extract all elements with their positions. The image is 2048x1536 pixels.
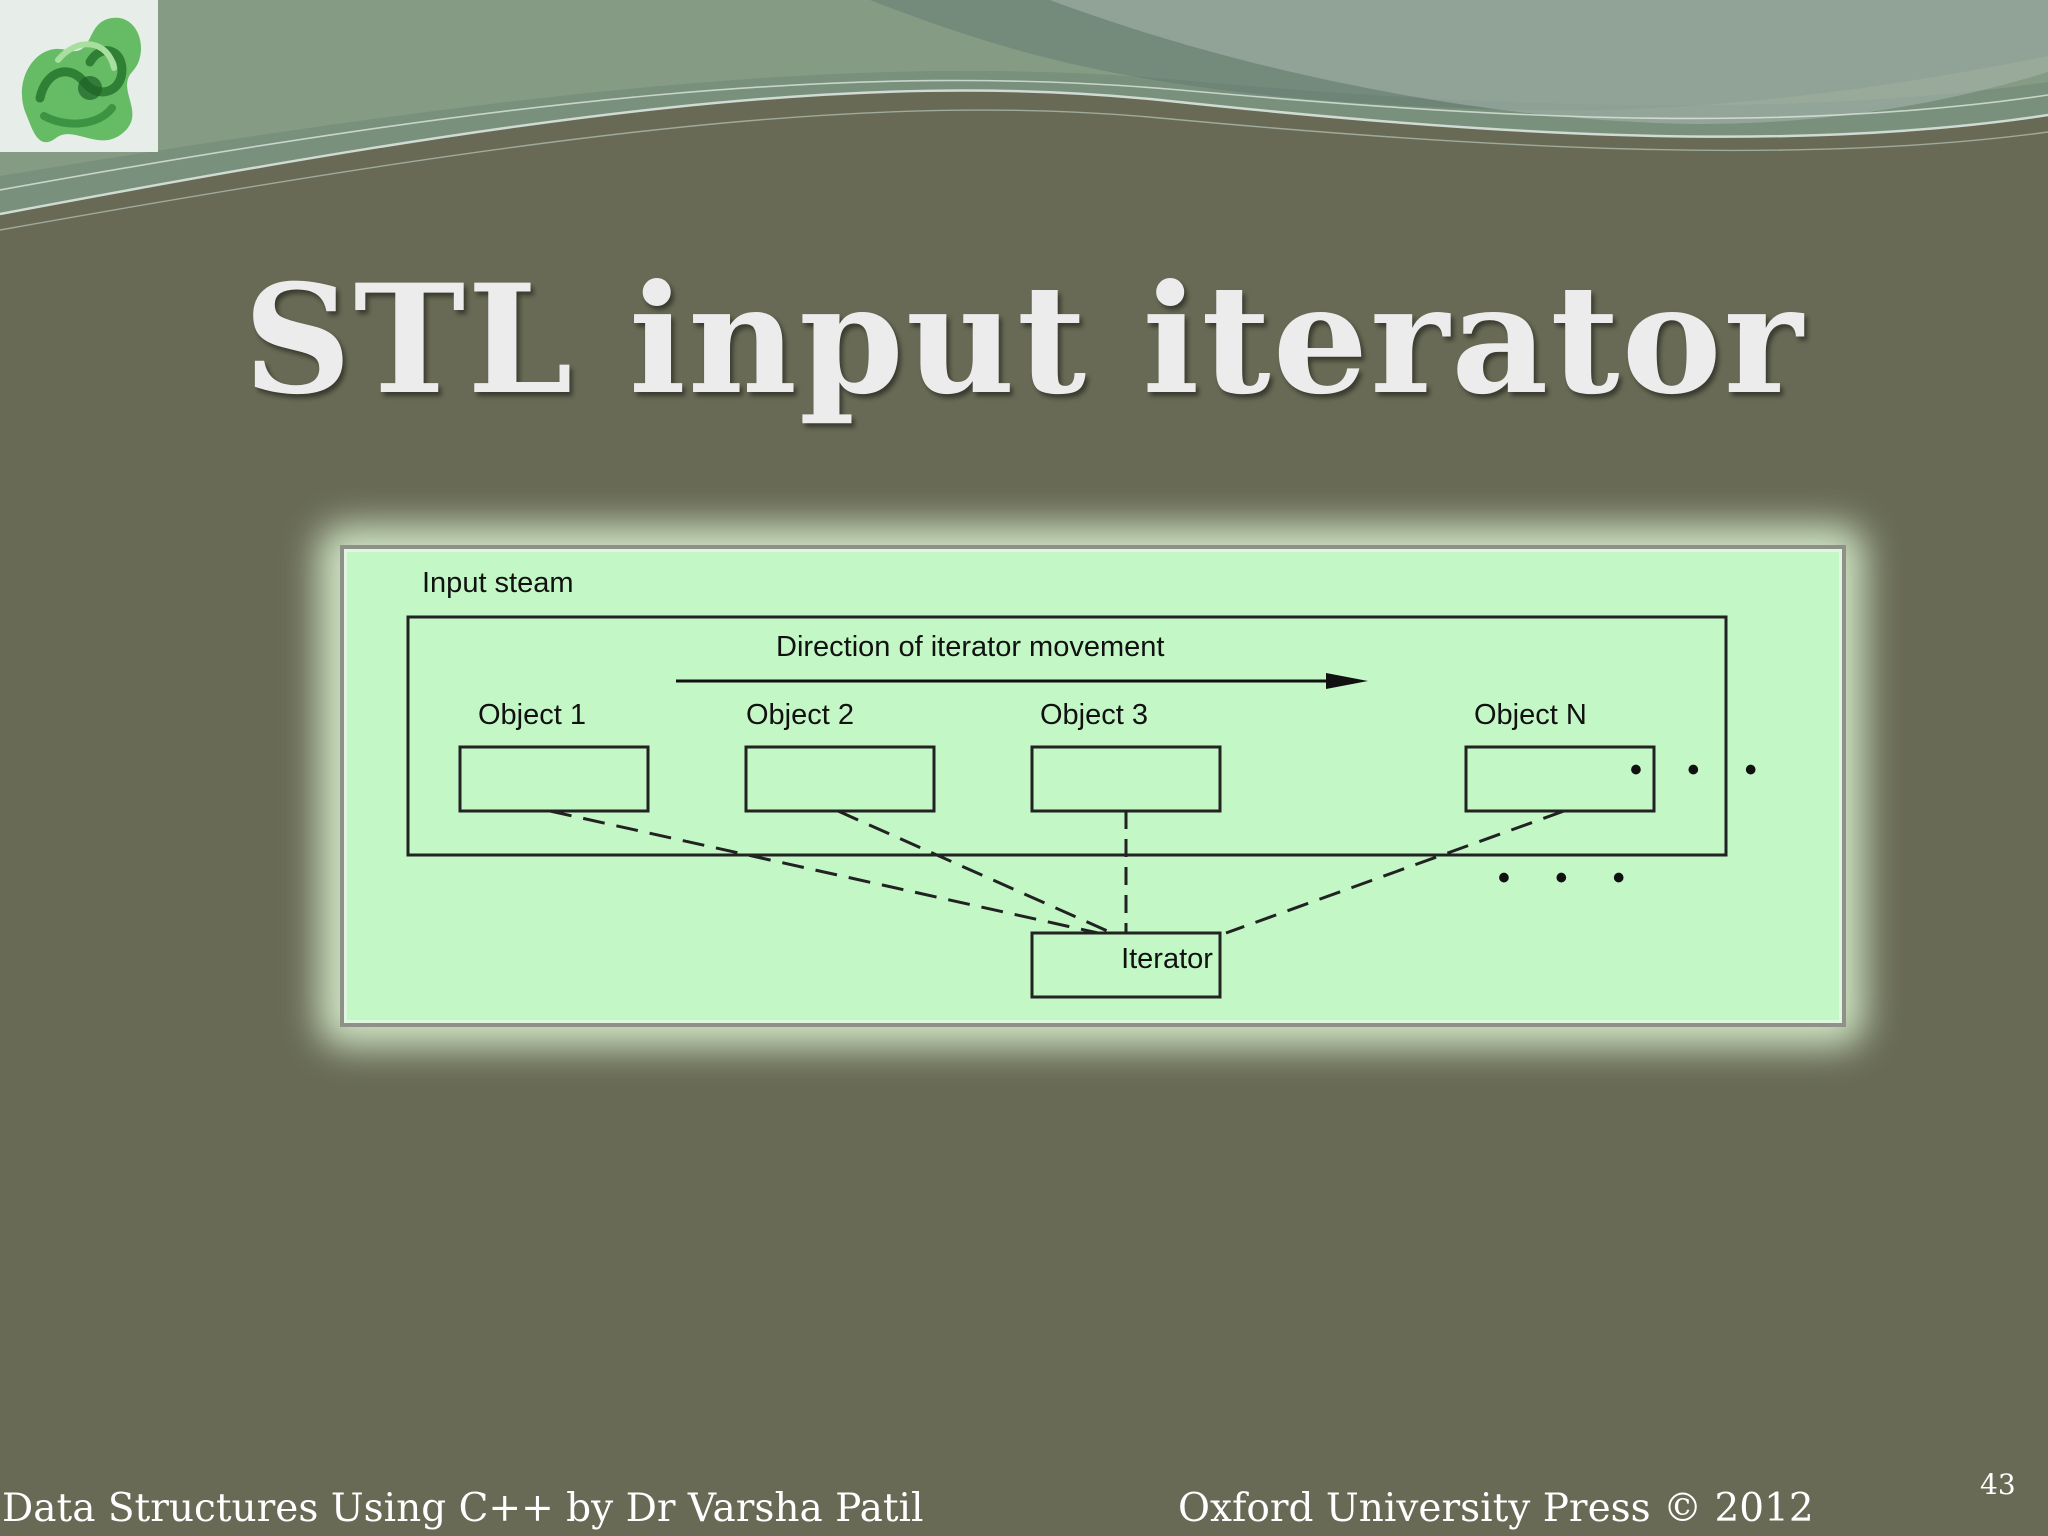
diagram-graphics bbox=[406, 615, 1728, 999]
object-label-2: Object 2 bbox=[746, 699, 854, 731]
footer-publisher: Oxford University Press © 2012 bbox=[1178, 1486, 1814, 1531]
input-iterator-diagram: Input steam Direction of iterator moveme… bbox=[340, 545, 1846, 1027]
object-box-2 bbox=[744, 745, 936, 813]
direction-label: Direction of iterator movement bbox=[776, 631, 1165, 663]
header-wave-decoration bbox=[0, 0, 2048, 231]
page-number: 43 bbox=[1980, 1468, 2016, 1501]
iterator-label: Iterator bbox=[1121, 943, 1213, 975]
object-label-3: Object 3 bbox=[1040, 699, 1148, 731]
object-label-1: Object 1 bbox=[478, 699, 586, 731]
object-box-n bbox=[1464, 745, 1656, 813]
links-ellipsis: • • • bbox=[1498, 859, 1643, 897]
objects-ellipsis: • • • bbox=[1630, 751, 1775, 789]
object-label-n: Object N bbox=[1474, 699, 1587, 731]
slide-title: STL input iterator bbox=[243, 252, 1805, 428]
direction-arrow-head-icon bbox=[1326, 673, 1368, 689]
dashed-link-object-2 bbox=[837, 809, 1113, 935]
input-stream-label: Input steam bbox=[422, 567, 574, 599]
footer-book-title: Data Structures Using C++ by Dr Varsha P… bbox=[2, 1486, 924, 1531]
dashed-link-object-1 bbox=[549, 809, 1099, 935]
diagram-frame bbox=[340, 545, 1846, 1027]
dashed-link-object-n bbox=[1225, 809, 1565, 935]
green-knot-logo-icon bbox=[0, 0, 158, 152]
input-stream-box bbox=[406, 615, 1728, 857]
object-box-1 bbox=[458, 745, 650, 813]
iterator-box bbox=[1030, 931, 1222, 999]
object-box-3 bbox=[1030, 745, 1222, 813]
